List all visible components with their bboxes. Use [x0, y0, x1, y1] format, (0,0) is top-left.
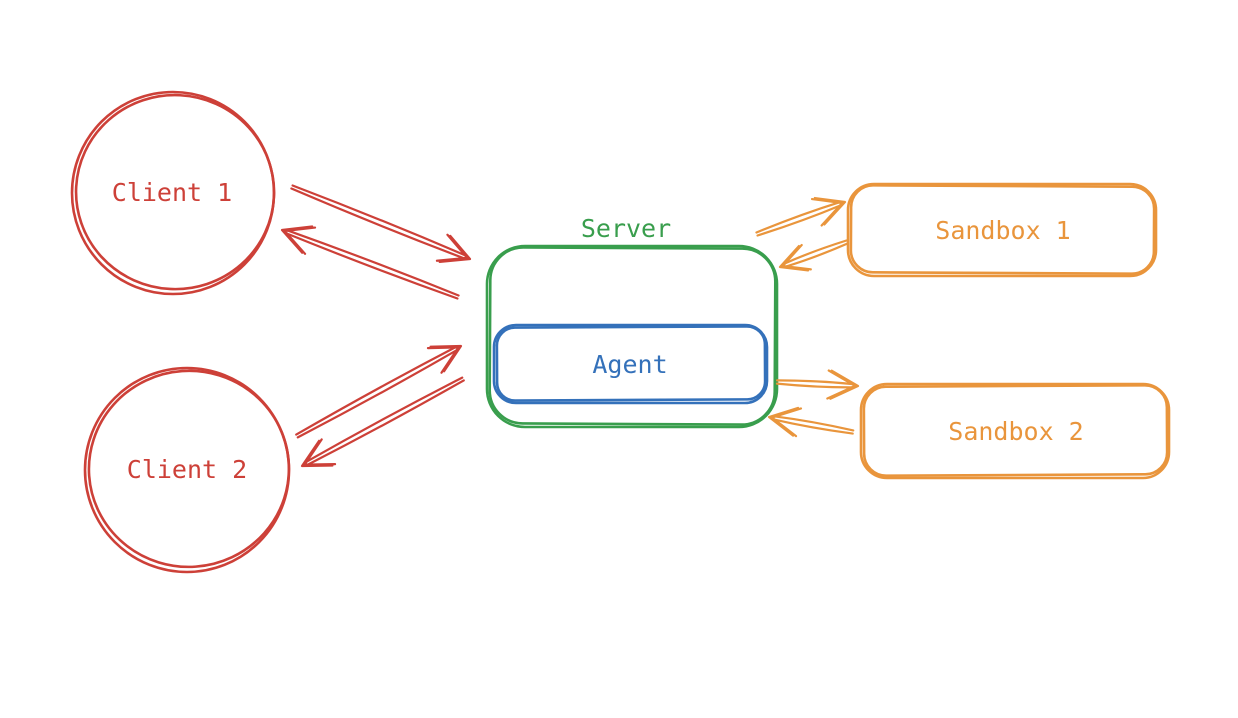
edge-arrows	[280, 184, 860, 468]
node-client1: Client 1	[70, 90, 276, 296]
client2-label: Client 2	[127, 455, 247, 484]
edge-arrow	[778, 239, 849, 272]
node-sandbox2: Sandbox 2	[859, 382, 1171, 480]
sandbox2-label: Sandbox 2	[948, 417, 1083, 446]
client2-circle-sketch	[87, 369, 291, 569]
node-sandbox1: Sandbox 1	[846, 182, 1158, 278]
agent-rect-sketch	[495, 325, 767, 402]
sandbox1-label: Sandbox 1	[935, 216, 1070, 245]
node-client2: Client 2	[83, 366, 291, 574]
edge-arrow	[775, 369, 860, 400]
agent-label: Agent	[592, 350, 667, 379]
server-rect-sketch	[488, 246, 777, 426]
sandbox1-rect	[846, 182, 1158, 278]
edge-arrow	[767, 406, 855, 438]
edge-arrow	[280, 225, 460, 300]
sandbox2-rect-sketch	[862, 384, 1169, 477]
edge-arrow	[295, 344, 463, 439]
edge-arrow	[755, 196, 847, 237]
server-rect	[485, 244, 779, 429]
server-label: Server	[581, 214, 671, 243]
client1-circle-sketch	[74, 93, 276, 291]
edge-arrow	[300, 376, 465, 468]
node-server: Server	[485, 214, 779, 429]
sandbox2-rect	[859, 382, 1171, 480]
client1-label: Client 1	[112, 178, 232, 207]
node-agent: Agent	[492, 323, 769, 405]
sandbox1-rect-sketch	[849, 184, 1156, 275]
agent-rect	[492, 323, 769, 405]
edge-arrow	[290, 184, 472, 263]
